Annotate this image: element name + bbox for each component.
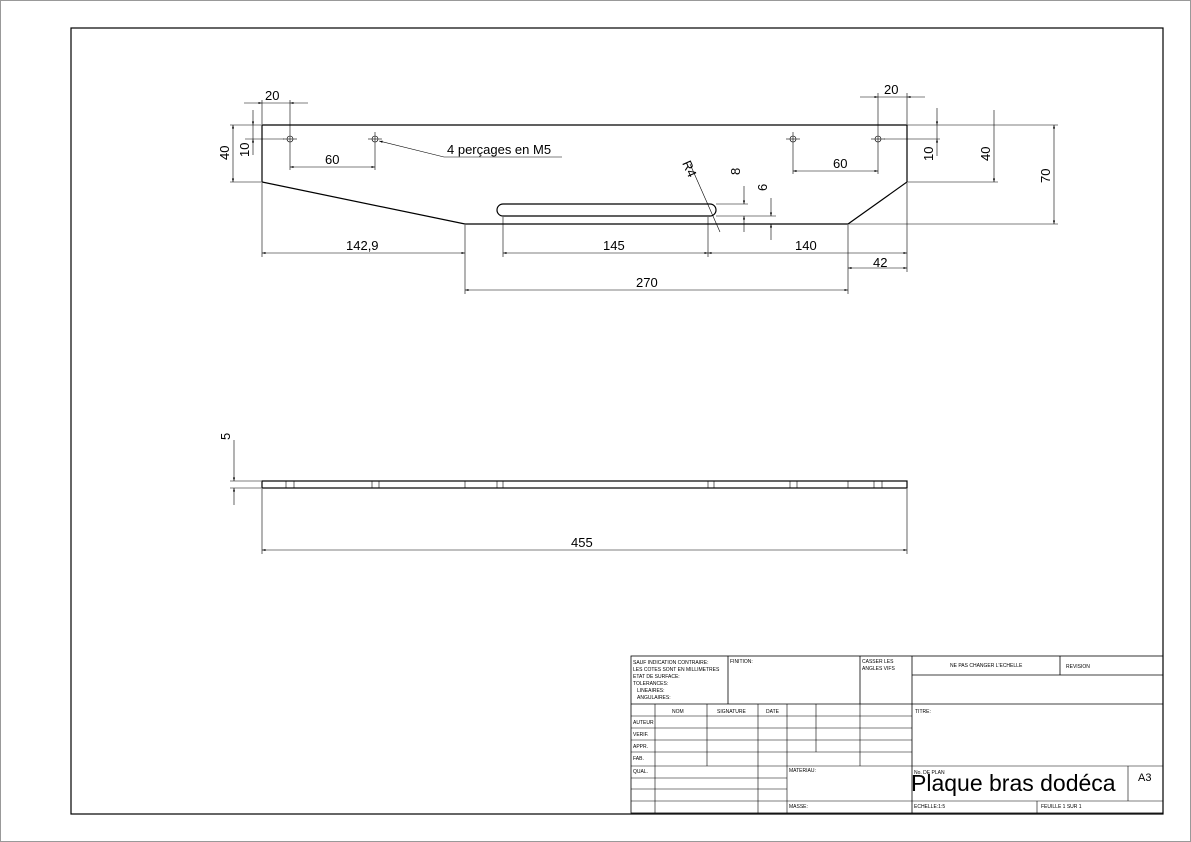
side-view: 5 455 xyxy=(218,433,908,554)
dim-left-taper: 142,9 xyxy=(346,238,379,253)
plate-outline xyxy=(261,124,908,225)
slot-outline xyxy=(496,203,717,217)
dim-hole-spacing-right: 60 xyxy=(833,156,847,171)
sheet-size: A3 xyxy=(1138,772,1151,784)
scale-warning: NE PAS CHANGER L'ECHELLE xyxy=(950,663,1023,669)
note-line-2: LES COTES SONT EN MILLIMETRES xyxy=(633,667,720,673)
scale-label: ECHELLE:1:5 xyxy=(914,804,945,810)
edges-label-2: ANGLES VIFS xyxy=(862,666,895,672)
sheet-label: FEUILLE 1 SUR 1 xyxy=(1041,804,1082,810)
revision-label: REVISION xyxy=(1066,664,1090,670)
header-date: DATE xyxy=(766,709,780,715)
edges-label-1: CASSER LES xyxy=(862,659,894,665)
hole-3 xyxy=(786,132,800,146)
holes-note: 4 perçages en M5 xyxy=(447,142,551,157)
material-label: MATERIAU: xyxy=(789,768,816,774)
note-line-3: ETAT DE SURFACE: xyxy=(633,674,680,680)
role-fab: FAB. xyxy=(633,756,644,762)
side-plate xyxy=(261,480,908,489)
dim-right-segment: 140 xyxy=(795,238,817,253)
title-label: TITRE: xyxy=(915,709,931,715)
note-line-1: SAUF INDICATION CONTRAIRE: xyxy=(633,660,708,666)
dim-slot-length: 145 xyxy=(603,238,625,253)
title-block: SAUF INDICATION CONTRAIRE: LES COTES SON… xyxy=(630,655,1164,814)
dim-hole-row-right: 10 xyxy=(921,147,936,161)
role-qual: QUAL. xyxy=(633,769,648,775)
dim-thickness: 5 xyxy=(218,433,233,440)
hole-2 xyxy=(368,132,382,146)
dim-hole-row-left: 10 xyxy=(237,143,252,157)
plan-number-label: No. DE PLAN xyxy=(914,770,945,776)
mass-label: MASSE: xyxy=(789,804,808,810)
dim-total-height: 70 xyxy=(1038,169,1053,183)
note-line-5: LINEAIRES: xyxy=(637,688,665,694)
drawing-title: Plaque bras dodéca xyxy=(911,770,1116,796)
header-signature: SIGNATURE xyxy=(717,709,746,715)
note-line-4: TOLERANCES: xyxy=(633,681,668,687)
role-author: AUTEUR xyxy=(633,720,654,726)
role-verif: VERIF. xyxy=(633,732,649,738)
dim-hole-offset-left: 20 xyxy=(265,88,279,103)
dim-bottom-flat: 270 xyxy=(636,275,658,290)
dim-slot-height: 8 xyxy=(728,168,743,175)
finish-label: FINITION: xyxy=(730,659,753,665)
dim-slot-radius: R4 xyxy=(679,158,699,179)
dim-right-chamfer: 42 xyxy=(873,255,887,270)
dim-hole-offset-right: 20 xyxy=(884,82,898,97)
dim-slot-offset: 6 xyxy=(755,184,770,191)
dim-height-left: 40 xyxy=(217,146,232,160)
header-name: NOM xyxy=(672,709,684,715)
dim-overall-length: 455 xyxy=(571,535,593,550)
role-appr: APPR. xyxy=(633,744,648,750)
hole-4 xyxy=(871,132,885,146)
note-line-6: ANGULAIRES: xyxy=(637,695,671,701)
hole-1 xyxy=(283,132,297,146)
drawing-frame xyxy=(70,27,1164,815)
dim-hole-spacing-left: 60 xyxy=(325,152,339,167)
dim-height-right: 40 xyxy=(978,147,993,161)
top-view: 20 60 40 10 4 perçages en M5 20 60 xyxy=(217,82,1058,294)
